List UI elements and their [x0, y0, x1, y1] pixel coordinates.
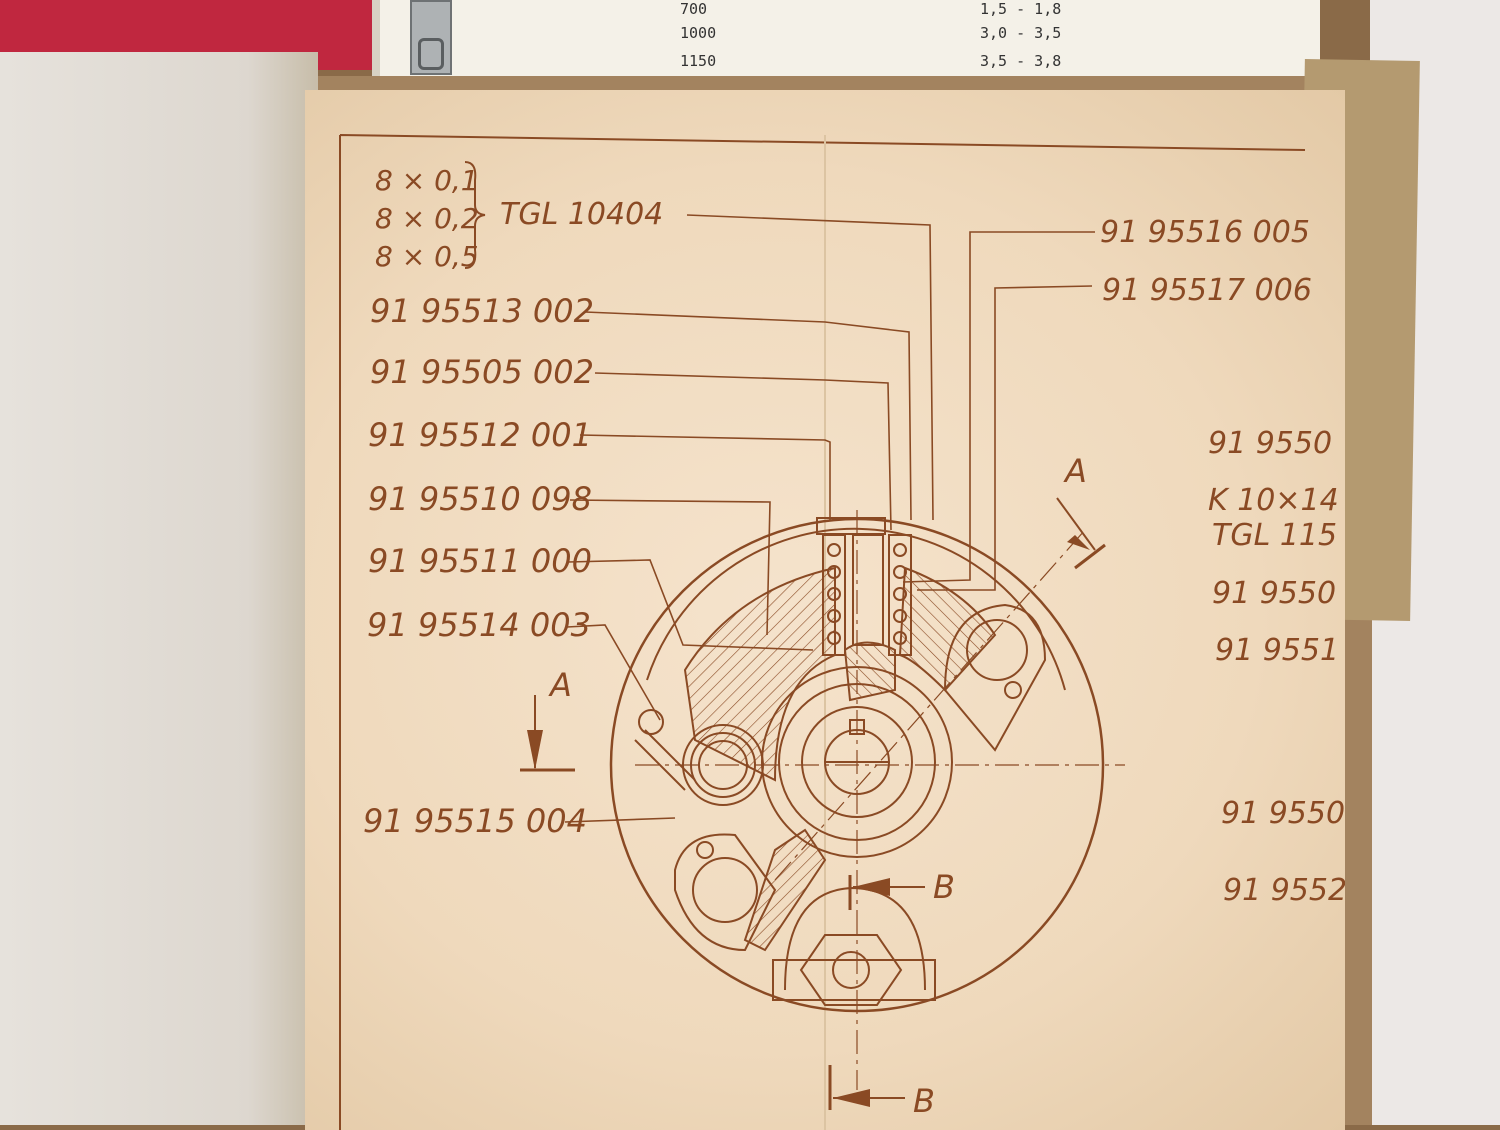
part-label: 91 95514 003 [367, 606, 591, 644]
table-row: 1000 3,0 - 3,5 [380, 24, 1328, 46]
speed-cell: 1150 [680, 52, 717, 70]
table-row: 700 1,5 - 1,8 [380, 0, 1328, 22]
part-label: TGL 115 [1212, 518, 1337, 553]
washer-spec-2: 8 × 0,2 [375, 202, 479, 235]
hex-bolt [772, 886, 936, 1006]
lower-left-cam [674, 833, 777, 952]
speed-cell: 700 [680, 0, 708, 18]
spring-stack [816, 517, 912, 656]
part-label: K 10×14 [1208, 483, 1339, 518]
section-b-marker-bottom: B [828, 1065, 935, 1120]
brace-bracket [464, 161, 486, 269]
section-a-marker-left: A [520, 666, 575, 772]
left-blank-page [0, 52, 318, 1125]
washer-spec-3: 8 × 0,5 [375, 240, 479, 273]
binder-ring [418, 38, 444, 70]
section-b-label: B [913, 1082, 935, 1120]
part-label: 91 9551 [1215, 633, 1339, 668]
washer-spec-1: 8 × 0,1 [375, 164, 479, 197]
part-label: 91 95517 006 [1102, 273, 1312, 308]
range-cell: 1,5 - 1,8 [980, 0, 1062, 18]
section-a-label: A [1063, 452, 1087, 490]
section-b-marker-top: B [848, 868, 955, 910]
part-label: 91 9550 [1221, 796, 1345, 831]
range-cell: 3,5 - 3,8 [980, 52, 1062, 70]
washer-standard-label: TGL 10404 [500, 197, 663, 232]
section-b-label: B [933, 868, 955, 906]
part-label: 91 9550 [1212, 576, 1336, 611]
part-label: 91 95513 002 [370, 292, 594, 330]
hatched-segment-lower [743, 828, 827, 952]
table-row: 1150 3,5 - 3,8 [380, 52, 1328, 74]
part-label: 91 95516 005 [1100, 215, 1310, 250]
right-edge-labels: 91 9550 K 10×14 TGL 115 91 9550 91 9551 … [1208, 426, 1345, 908]
right-cam [943, 603, 1047, 752]
drawing-page: 8 × 0,1 8 × 0,2 8 × 0,5 TGL 10404 91 955… [305, 90, 1345, 1130]
range-cell: 3,0 - 3,5 [980, 24, 1062, 42]
part-label: 91 95511 000 [368, 542, 592, 580]
binder-clip [410, 0, 452, 75]
center-lines [635, 510, 1125, 1090]
section-a-marker-right: A [1056, 452, 1106, 570]
part-label: 91 95505 002 [370, 353, 594, 391]
section-a-label: A [548, 666, 572, 704]
part-label: 91 9550 [1208, 426, 1332, 461]
technical-drawing: 8 × 0,1 8 × 0,2 8 × 0,5 TGL 10404 91 955… [339, 134, 1345, 1130]
hatched-segment-right [898, 566, 997, 692]
speed-cell: 1000 [680, 24, 717, 42]
part-label: 91 95515 004 [363, 802, 587, 840]
part-label: 91 95510 098 [368, 480, 592, 518]
left-part-labels: 91 95513 002 91 95505 002 91 95512 001 9… [363, 292, 594, 840]
part-label: 91 9552 [1223, 873, 1345, 908]
part-label: 91 95512 001 [368, 416, 592, 454]
page-frame [339, 134, 1306, 1130]
